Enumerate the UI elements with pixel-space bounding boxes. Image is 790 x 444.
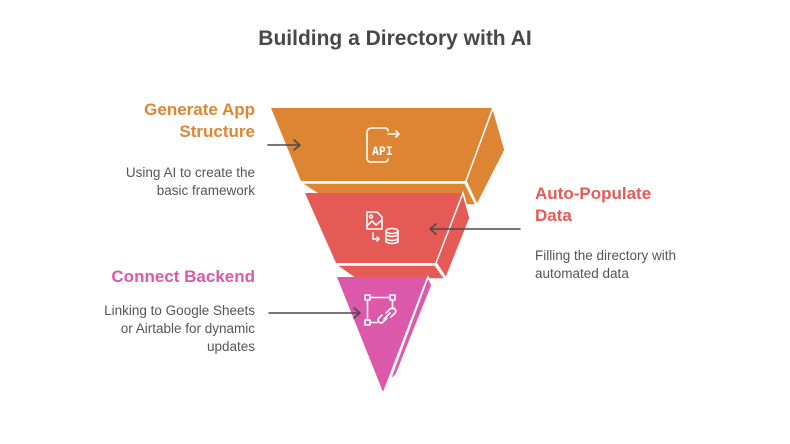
arrow-stage-2 bbox=[429, 223, 521, 235]
stage-2-title-line-2: Data bbox=[535, 206, 572, 225]
stage-2-bottom bbox=[333, 264, 447, 280]
stage-2-desc-line-2: automated data bbox=[535, 266, 629, 281]
stage-2-description: Filling the directory with automated dat… bbox=[535, 247, 676, 283]
stage-2-side bbox=[435, 190, 471, 280]
stage-2-desc-line-1: Filling the directory with bbox=[535, 248, 677, 263]
stage-1-desc-line-1: Using AI to create the bbox=[125, 165, 255, 180]
arrow-stage-3 bbox=[268, 307, 361, 319]
stage-3-title-line-1: Connect Backend bbox=[111, 267, 255, 286]
stage-1-title-line-2: Structure bbox=[179, 122, 255, 141]
stage-3-desc-line-2: or Airtable for dynamic bbox=[120, 321, 255, 336]
stage-3-title: Connect Backend bbox=[111, 266, 255, 288]
api-icon-text: API bbox=[372, 144, 393, 158]
diagram-title: Building a Directory with AI bbox=[258, 27, 532, 50]
stage-3-description: Linking to Google Sheets or Airtable for… bbox=[104, 302, 255, 356]
stage-1-front bbox=[271, 108, 492, 181]
stage-1-title-line-1: Generate App bbox=[144, 100, 255, 119]
stage-2-title-line-1: Auto-Populate bbox=[535, 184, 652, 203]
stage-1-title: Generate App Structure bbox=[144, 99, 255, 143]
funnel-stage-2 bbox=[305, 190, 471, 280]
stage-1-side bbox=[465, 105, 506, 207]
stage-2-front bbox=[305, 193, 462, 263]
stage-1-description: Using AI to create the basic framework bbox=[126, 164, 255, 200]
stage-3-front bbox=[337, 277, 427, 392]
stage-3-desc-line-1: Linking to Google Sheets bbox=[104, 303, 255, 318]
api-icon: API bbox=[366, 127, 400, 163]
image-to-database-icon bbox=[366, 211, 399, 245]
arrow-stage-1 bbox=[267, 139, 301, 151]
stage-3-side bbox=[388, 275, 433, 383]
stage-3-desc-line-3: updates bbox=[206, 339, 255, 354]
funnel-stage-3 bbox=[337, 275, 433, 392]
frame-link-icon bbox=[364, 294, 397, 326]
stage-1-desc-line-2: basic framework bbox=[156, 183, 255, 198]
stage-2-title: Auto-Populate Data bbox=[535, 183, 651, 227]
